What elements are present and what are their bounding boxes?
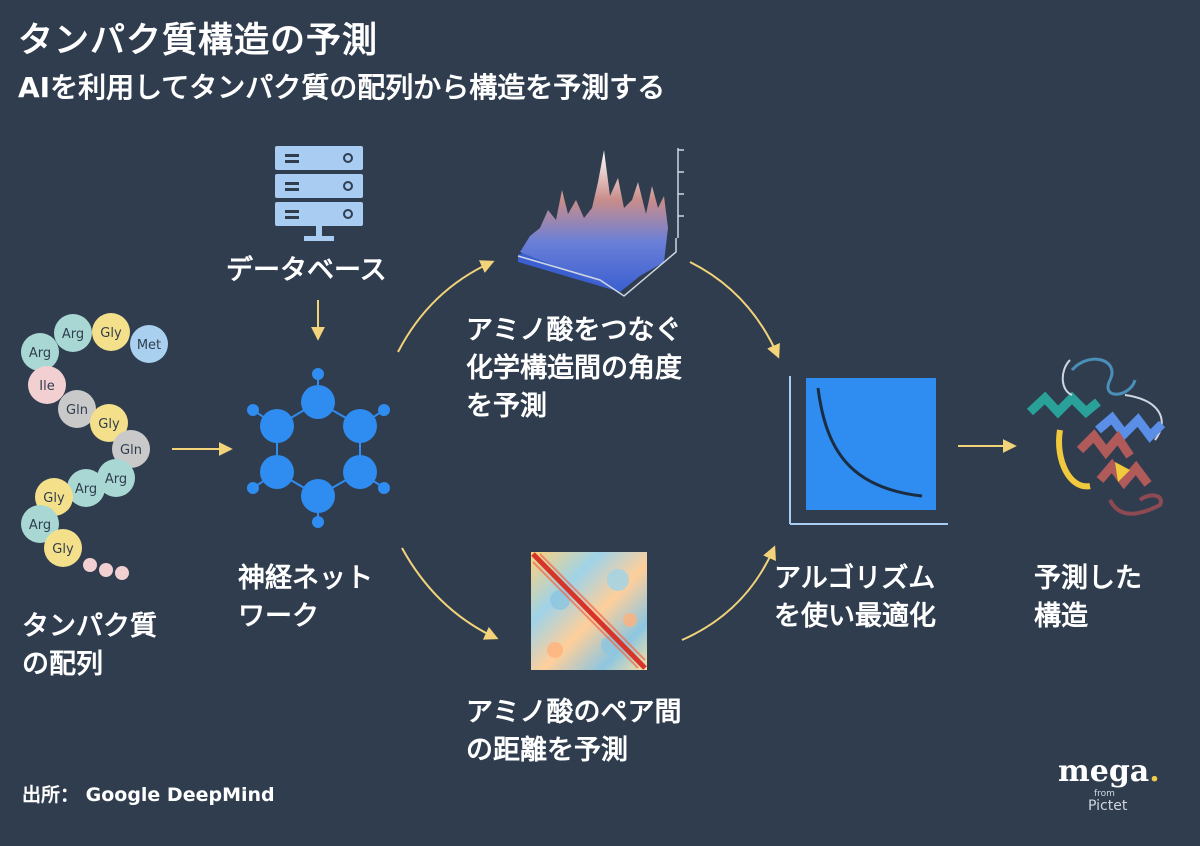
logo-dot: . [1149,754,1160,789]
mega-logo: mega. from Pictet [1058,754,1160,813]
amino-acid-arg: Arg [54,314,92,352]
logo-from-text: from [1094,789,1115,799]
amino-acid-label: Arg [62,327,84,342]
amino-acid-label: Gln [66,403,88,418]
amino-acid-label: Met [137,338,161,353]
neural-network-icon [247,368,390,528]
amino-acid-arg: Arg [97,459,135,497]
label-optimization: アルゴリズム を使い最適化 [774,563,936,632]
amino-acid-label: Gln [120,443,142,458]
amino-acid-arg: Arg [21,333,59,371]
amino-acid-met: Met [130,325,168,363]
amino-acid-label: Arg [29,518,51,533]
amino-acid-label: Gly [100,326,122,341]
label-angle-prediction: アミノ酸をつなぐ 化学構造間の角度 を予測 [466,315,682,422]
amino-acid-arg: Arg [67,469,105,507]
amino-acid-label: Arg [75,482,97,497]
amino-acid-gln: Gln [112,430,150,468]
distance-heatmap-icon [531,552,647,670]
logo-main-text: mega [1058,754,1150,789]
amino-acid-gly: Gly [44,529,82,567]
arrow-network-to-angle [397,260,495,353]
flow-arrows [172,260,1017,641]
amino-acid-gly: Gly [90,404,128,442]
logo-sub-text: Pictet [1088,798,1128,814]
page-title: タンパク質構造の予測 [18,21,379,61]
amino-acid-gly: Gly [92,313,130,351]
label-predicted-structure: 予測した 構造 [1034,563,1142,632]
chain-tail-dots [83,558,129,580]
amino-acid-label: Arg [105,472,127,487]
amino-acid-label: Ile [39,379,54,394]
surface-plot-icon [517,148,684,297]
protein-structure-icon [1026,357,1166,516]
arrow-angle-to-optimization [689,261,780,359]
label-database: データベース [226,255,387,286]
label-distance-prediction: アミノ酸のペア間 の距離を予測 [466,697,682,766]
label-neural-network: 神経ネット ワーク [238,563,373,632]
optimization-chart-icon [789,376,948,525]
source-note: 出所： Google DeepMind [22,784,275,806]
arrow-network-to-distance [401,547,499,640]
database-icon [275,146,363,241]
page-subtitle: AIを利用してタンパク質の配列から構造を予測する [18,71,666,104]
amino-acid-label: Gly [98,417,120,432]
amino-acid-gln: Gln [58,390,96,428]
label-protein-sequence: タンパク質 の配列 [22,611,157,680]
amino-acid-label: Arg [29,346,51,361]
amino-acid-arg: Arg [21,505,59,543]
amino-acid-label: Gly [52,542,74,557]
arrow-distance-to-optimization [681,545,776,641]
amino-acid-label: Gly [43,491,65,506]
amino-acid-ile: Ile [28,366,66,404]
